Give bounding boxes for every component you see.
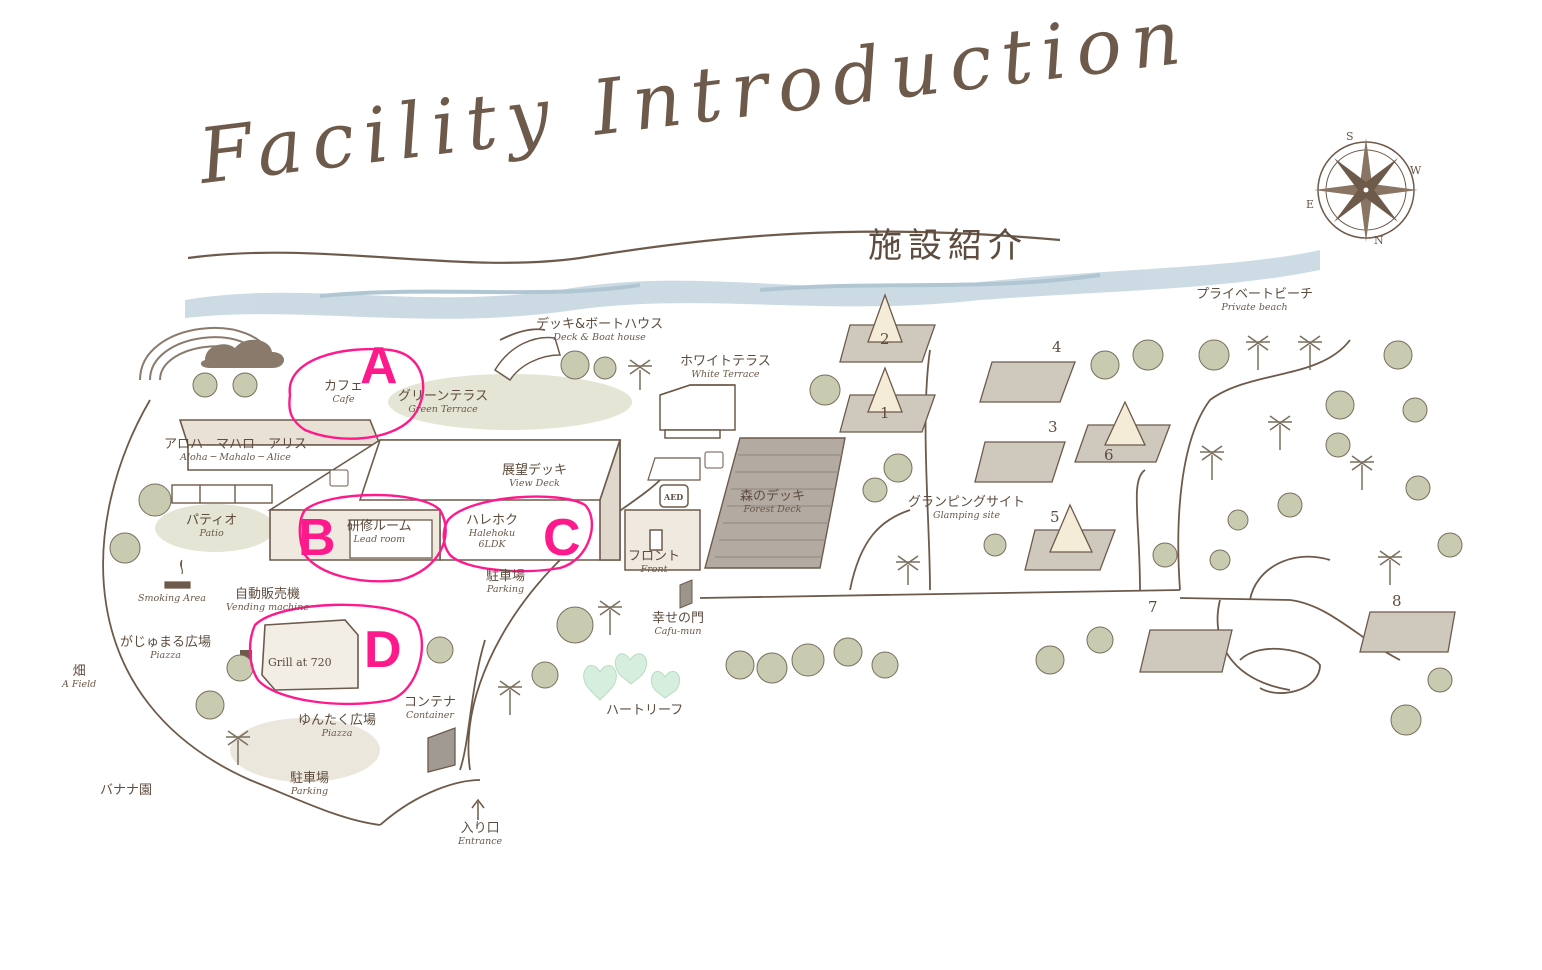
label-heart-leaf[interactable]: ハートリーフ xyxy=(606,703,684,718)
label-smoking-area[interactable]: Smoking Area xyxy=(138,593,206,604)
tent-icon xyxy=(867,293,1147,553)
label-banana-garden[interactable]: バナナ園 xyxy=(100,783,153,798)
forest-deck-planks xyxy=(715,454,842,558)
highlight-circles xyxy=(248,347,594,706)
gate-icon xyxy=(679,579,693,609)
site-number-3[interactable]: 3 xyxy=(1048,418,1058,436)
site-number-5[interactable]: 5 xyxy=(1050,508,1060,526)
white-terrace-building xyxy=(659,384,736,439)
compass-w: W xyxy=(1410,164,1422,177)
grill-building xyxy=(261,619,359,691)
marker-c: C xyxy=(543,509,581,567)
site-number-7[interactable]: 7 xyxy=(1148,598,1158,616)
piazza-lawn xyxy=(230,718,380,782)
site-number-6[interactable]: 6 xyxy=(1104,446,1114,464)
glamping-platforms xyxy=(839,324,1456,673)
aed-icon: AED xyxy=(664,492,684,502)
site-boundary xyxy=(102,328,1401,826)
entrance-arrow-icon xyxy=(471,798,485,820)
lead-room-box xyxy=(349,519,433,559)
site-number-4[interactable]: 4 xyxy=(1052,338,1062,356)
tree-icons xyxy=(109,339,1463,736)
compass-e: E xyxy=(1306,198,1315,211)
marker-a: A xyxy=(360,337,398,395)
forest-deck xyxy=(704,437,846,569)
site-number-1[interactable]: 1 xyxy=(880,404,890,422)
compass-n: N xyxy=(1374,234,1384,247)
restroom-icon xyxy=(329,451,724,487)
view-deck-building xyxy=(267,439,622,561)
title-underline xyxy=(187,230,1061,264)
marker-d: D xyxy=(364,621,402,679)
green-terrace-lawn xyxy=(388,374,632,430)
front-path xyxy=(647,457,701,481)
aloha-building xyxy=(171,484,273,504)
compass-s: S xyxy=(1346,130,1354,143)
label-grill[interactable]: Grill at 720 xyxy=(268,656,332,669)
site-number-8[interactable]: 8 xyxy=(1392,592,1402,610)
boat-house-stairs xyxy=(493,336,562,382)
smoking-icon xyxy=(164,559,191,589)
cloud-icon xyxy=(200,339,284,368)
container-building xyxy=(427,727,456,773)
site-number-2[interactable]: 2 xyxy=(880,330,890,348)
front-building xyxy=(624,484,701,571)
cafe-building xyxy=(178,419,382,471)
marker-b: B xyxy=(298,509,336,567)
compass-rose-icon xyxy=(1314,138,1418,242)
sea-band xyxy=(185,250,1320,319)
patio-lawn xyxy=(155,504,275,552)
heart-leaf-icon xyxy=(583,653,681,701)
palm-tree-icons xyxy=(226,335,1402,765)
page-subtitle: 施設紹介 xyxy=(868,226,1028,266)
